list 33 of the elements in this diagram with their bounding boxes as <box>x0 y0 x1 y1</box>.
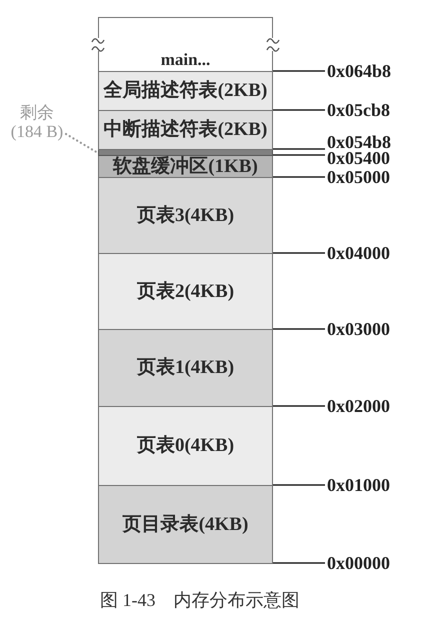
leader-line <box>273 484 325 486</box>
memory-block: 页表3(4KB) <box>98 178 273 254</box>
address-label: 0x05400 <box>325 150 407 166</box>
memory-block: 全局描述符表(2KB) <box>98 72 273 111</box>
filled-band <box>98 150 273 156</box>
address-label: 0x064b8 <box>325 63 407 79</box>
leader-line <box>273 176 325 178</box>
address-label: 0x04000 <box>325 245 407 261</box>
memory-block: 软盘缓冲区(1KB) <box>98 156 273 178</box>
leader-line <box>273 70 325 72</box>
memory-block: 页表0(4KB) <box>98 407 273 486</box>
address-label: 0x05000 <box>325 169 407 185</box>
leader-line <box>273 109 325 111</box>
leader-line <box>273 562 325 564</box>
address-label: 0x01000 <box>325 477 407 493</box>
leader-line <box>273 328 325 330</box>
memory-block: 页表1(4KB) <box>98 330 273 407</box>
leader-line <box>273 148 325 150</box>
memory-block: main... <box>98 17 273 72</box>
memory-block: 中断描述符表(2KB) <box>98 111 273 150</box>
memory-block: 页表2(4KB) <box>98 254 273 330</box>
address-label: 0x05cb8 <box>325 102 407 118</box>
leader-line <box>64 132 100 154</box>
callout-label: 剩余(184 B) <box>8 103 66 141</box>
leader-line <box>273 154 325 156</box>
address-label: 0x02000 <box>325 398 407 414</box>
leader-line <box>273 405 325 407</box>
address-label: 0x00000 <box>325 555 407 571</box>
memory-block: 页目录表(4KB) <box>98 486 273 564</box>
address-label: 0x03000 <box>325 321 407 337</box>
caption: 图 1-43 内存分布示意图 <box>100 590 300 610</box>
address-label: 0x054b8 <box>325 134 407 150</box>
leader-line <box>273 252 325 254</box>
